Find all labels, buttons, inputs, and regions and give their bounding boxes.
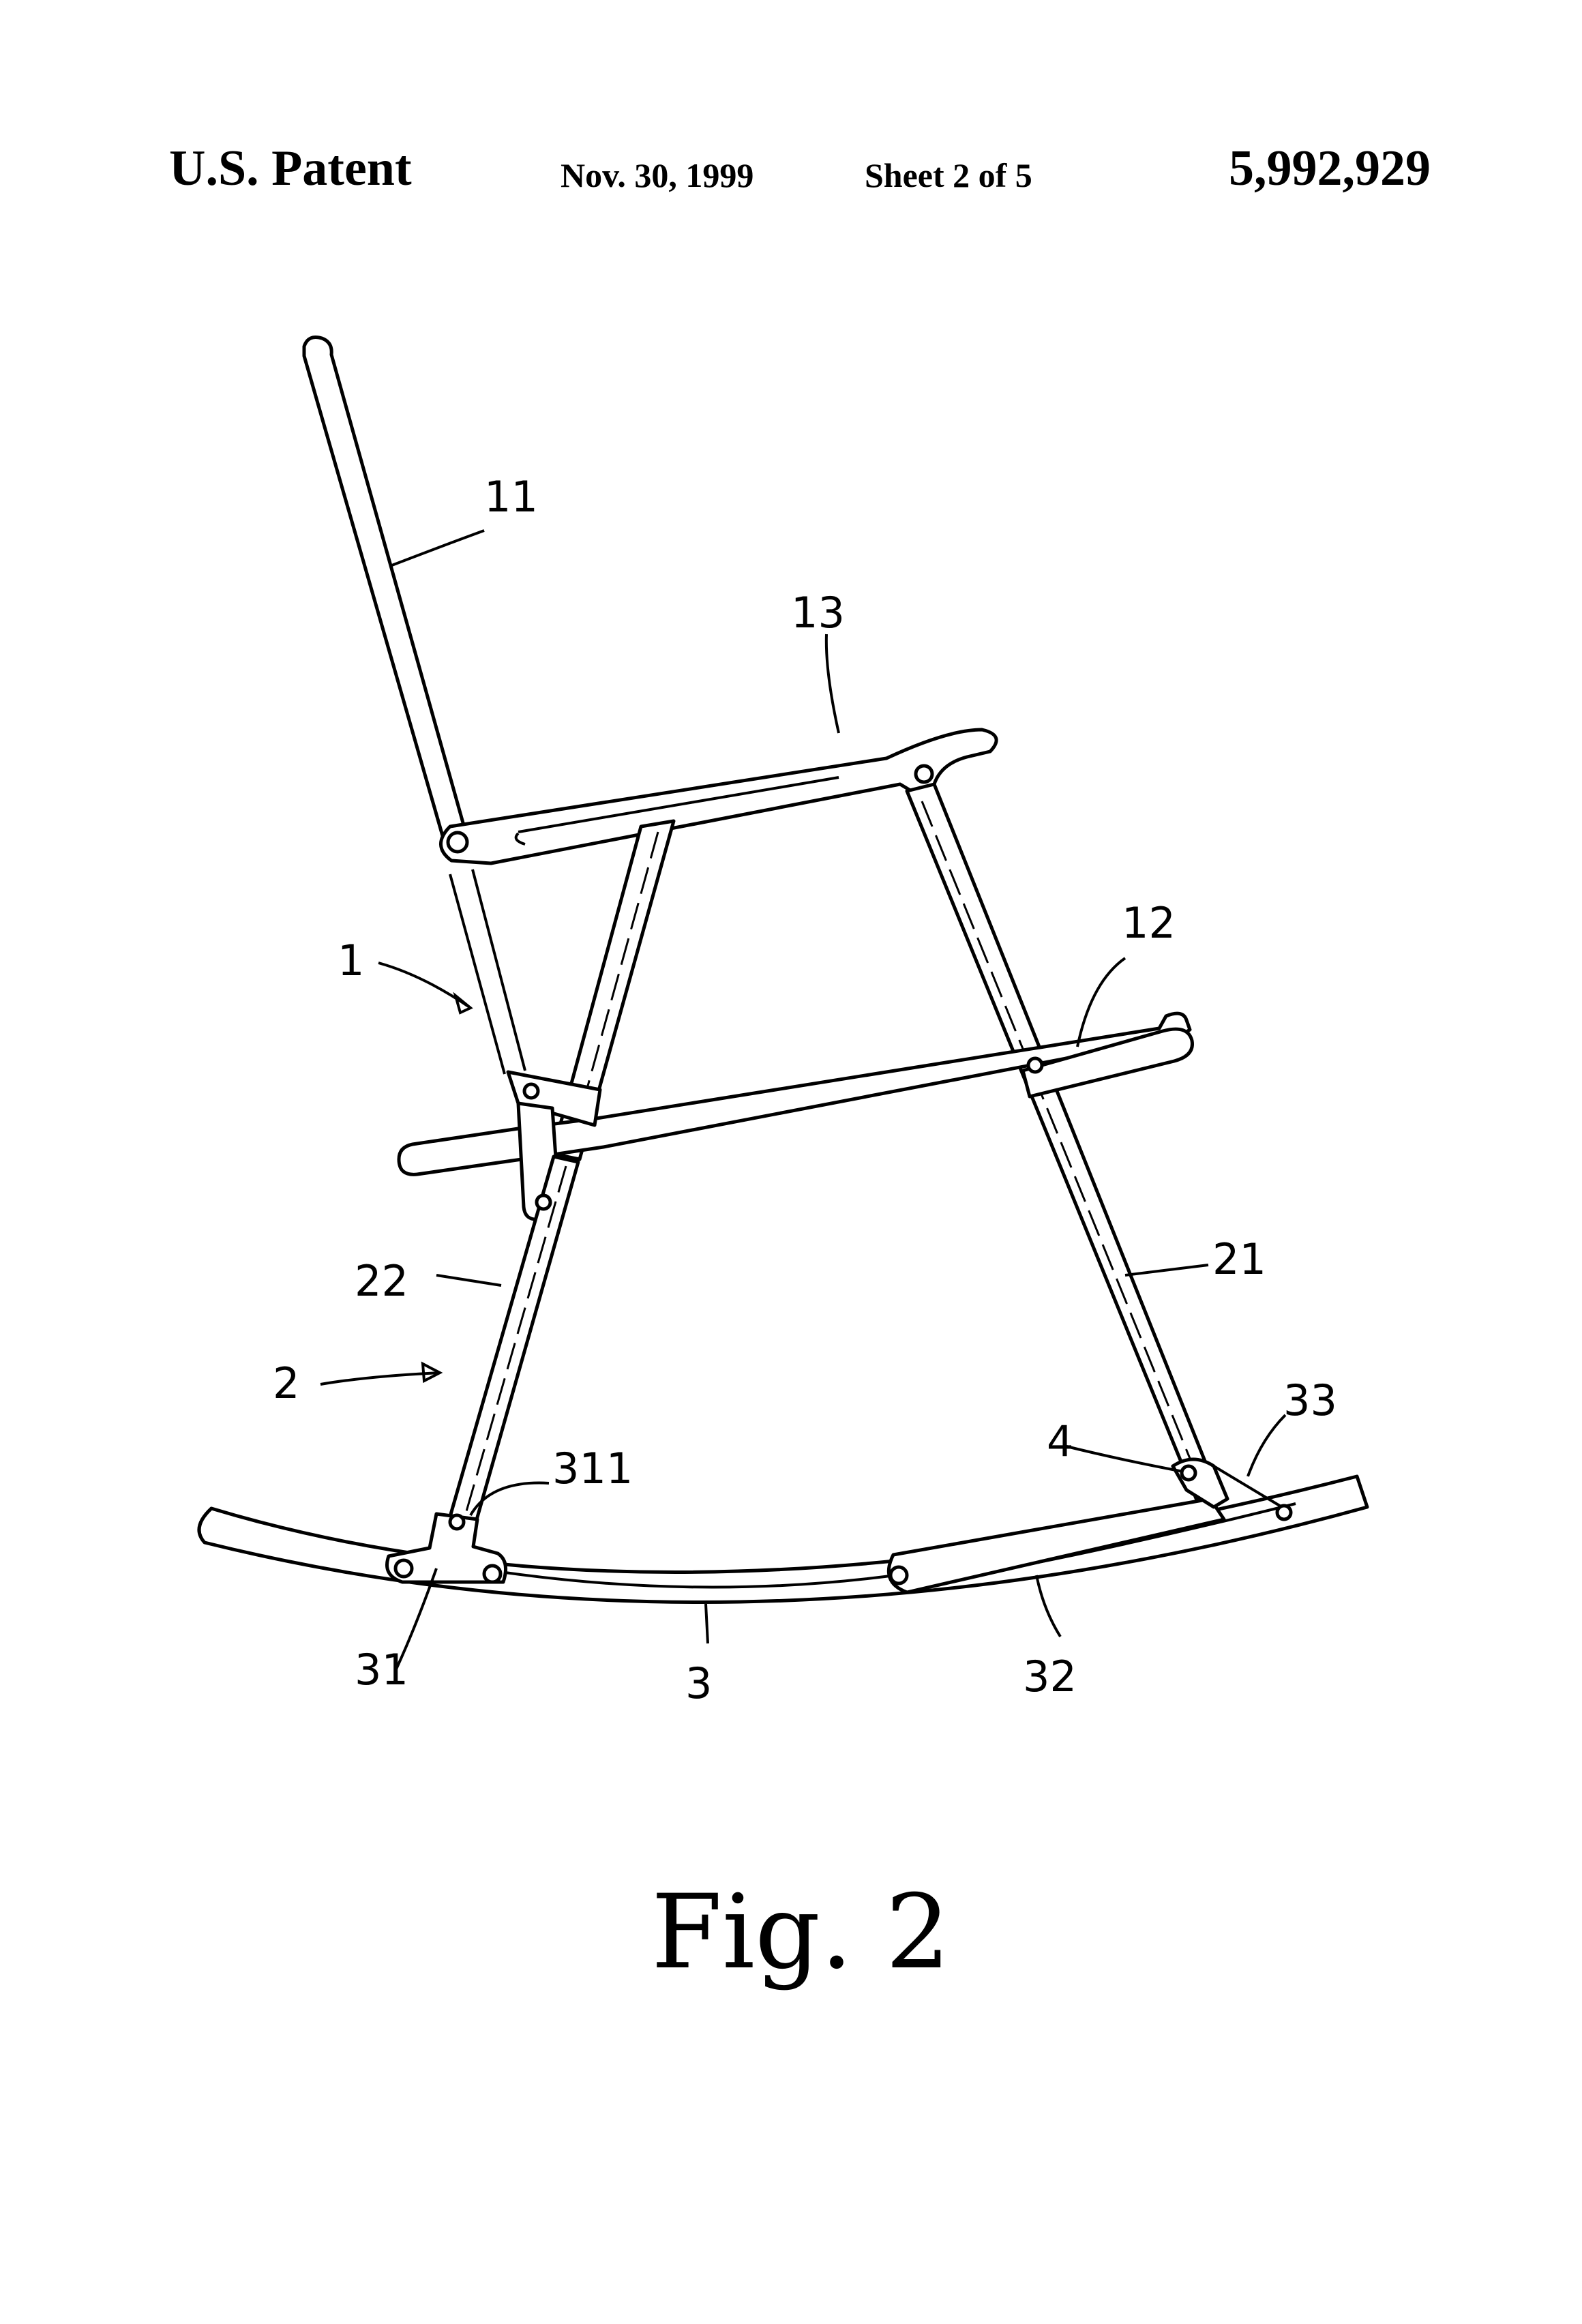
figure-caption: Fig. 2 bbox=[651, 1873, 951, 1992]
label-22: 22 bbox=[355, 1256, 408, 1306]
label-11: 11 bbox=[484, 472, 538, 522]
label-32: 32 bbox=[1023, 1652, 1077, 1701]
label-4: 4 bbox=[1047, 1416, 1073, 1466]
rear-leg-21 bbox=[907, 784, 1221, 1508]
label-21: 21 bbox=[1212, 1234, 1266, 1284]
label-311: 311 bbox=[552, 1444, 633, 1493]
label-13: 13 bbox=[791, 588, 845, 638]
label-33: 33 bbox=[1283, 1375, 1337, 1425]
label-2: 2 bbox=[273, 1358, 299, 1408]
label-31: 31 bbox=[355, 1645, 408, 1695]
label-12: 12 bbox=[1122, 898, 1176, 948]
label-3: 3 bbox=[685, 1658, 712, 1708]
label-1: 1 bbox=[338, 936, 364, 985]
